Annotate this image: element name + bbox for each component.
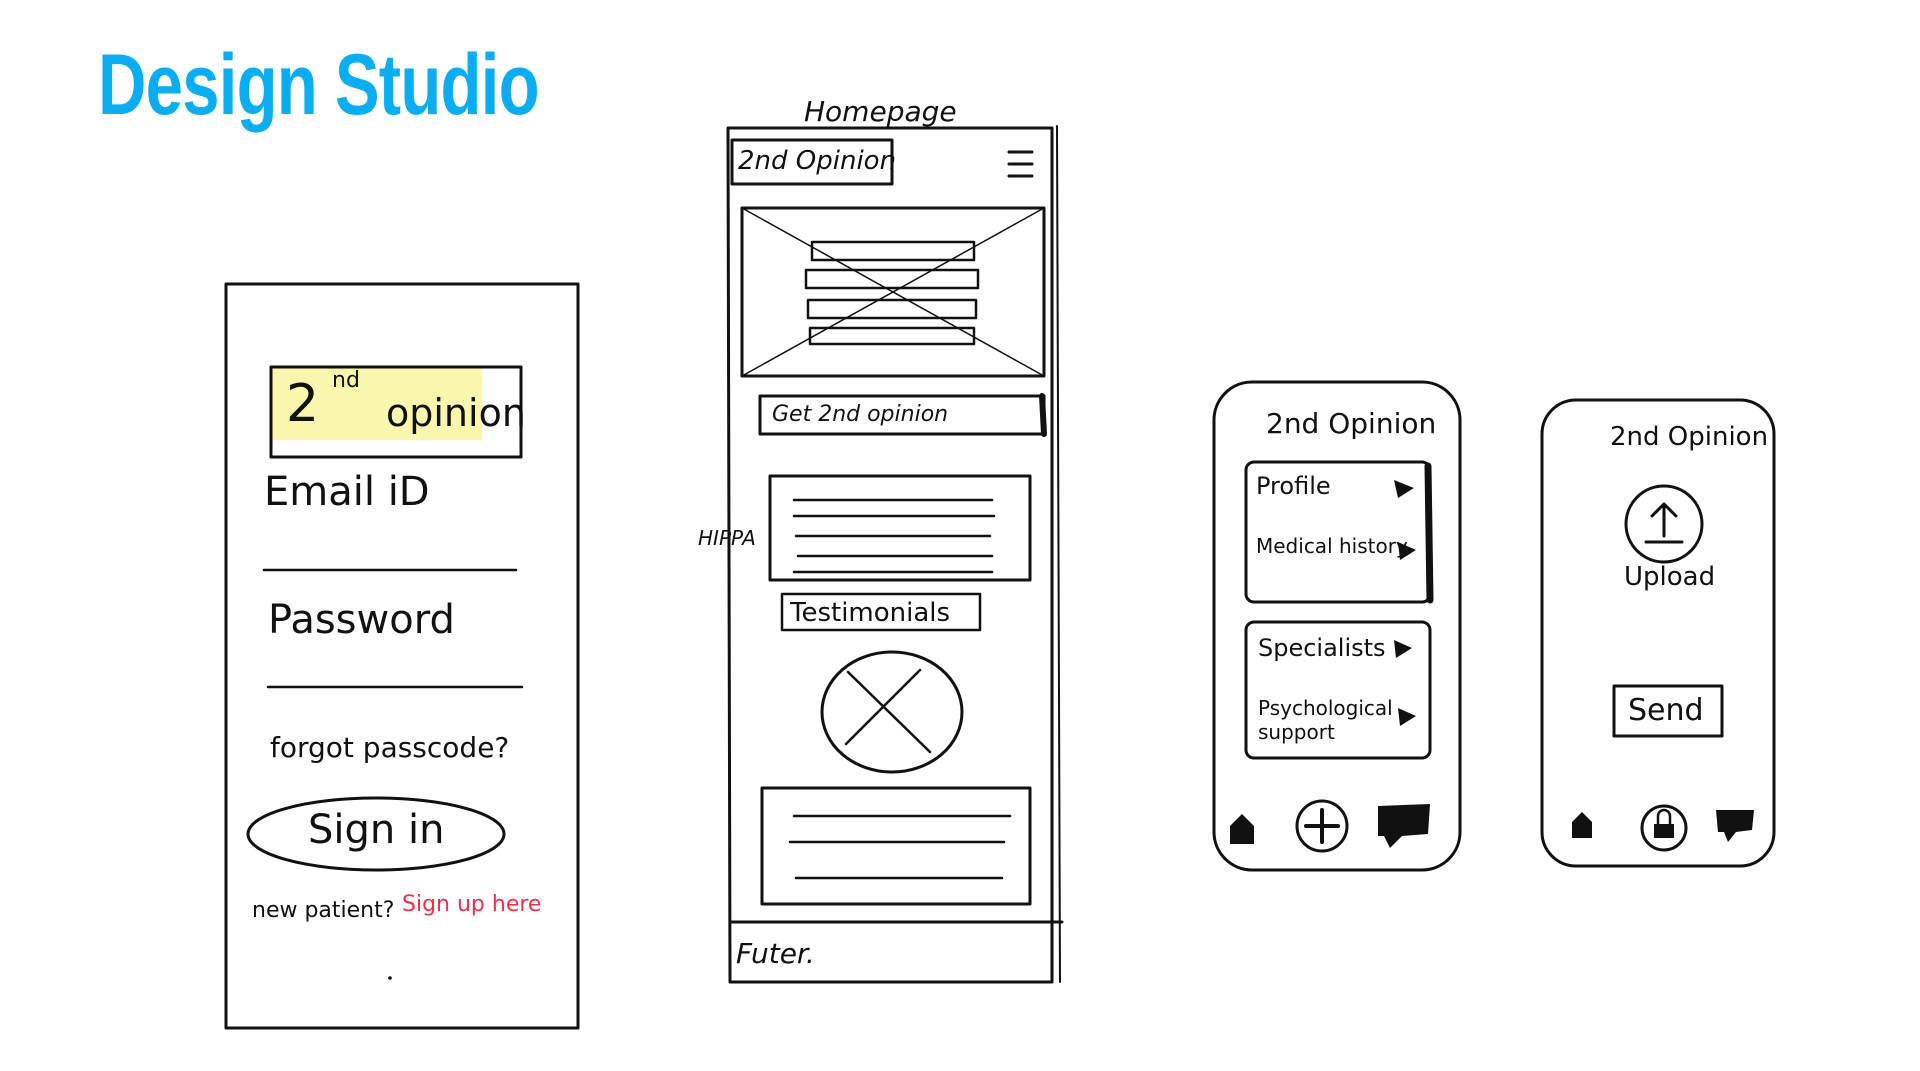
homepage-logo: 2nd Opinion — [738, 146, 897, 176]
homepage-label: Homepage — [804, 95, 957, 128]
chat-icon — [1378, 804, 1430, 848]
login-frame — [224, 282, 580, 1030]
hippa-note: HIPPA — [698, 526, 756, 550]
page-title: Design Studio — [98, 37, 540, 133]
upload-phone-sketch: 2nd Opinion Upload Send — [1538, 396, 1778, 870]
password-field[interactable] — [268, 644, 522, 686]
profile-menu-item[interactable]: Profile — [1256, 472, 1331, 500]
upload-button[interactable]: Upload — [1624, 562, 1716, 592]
homepage-footer: Futer. — [736, 937, 815, 970]
login-sketch: 2 nd opinion Email iD Password forgot pa… — [224, 282, 580, 1030]
login-logo-superscript: nd — [332, 368, 360, 393]
send-button[interactable]: Send — [1628, 693, 1704, 728]
upload-phone-title: 2nd Opinion — [1610, 422, 1769, 452]
hamburger-icon — [1007, 150, 1034, 178]
email-field-label: Email iD — [264, 469, 430, 515]
get-second-opinion-button[interactable]: Get 2nd opinion — [772, 402, 949, 427]
lock-circle-icon — [1654, 824, 1674, 838]
testimonials-label: Testimonials — [790, 598, 951, 628]
upload-icon — [1644, 502, 1684, 544]
menu-phone-frame — [1212, 380, 1462, 872]
new-patient-text: new patient? — [252, 898, 395, 923]
menu-phone-sketch: 2nd Opinion Profile Medical history Spec… — [1206, 378, 1468, 876]
sign-in-button[interactable]: Sign in — [308, 807, 445, 853]
forgot-passcode-link[interactable]: forgot passcode? — [270, 731, 510, 764]
home-icon — [1572, 812, 1592, 838]
menu-phone-title: 2nd Opinion — [1266, 407, 1437, 440]
email-field[interactable] — [264, 527, 516, 569]
plus-circle-icon — [1304, 808, 1340, 844]
specialists-menu-item[interactable]: Specialists — [1258, 634, 1386, 662]
home-icon — [1230, 814, 1254, 844]
psychological-support-menu-item[interactable]: Psychological support — [1258, 696, 1393, 744]
homepage-sketch: 2nd Opinion Get 2nd opinion Testimonials… — [722, 124, 1074, 986]
homepage-frame — [726, 125, 1064, 984]
medical-history-menu-item[interactable]: Medical history — [1256, 534, 1408, 558]
chat-icon — [1716, 810, 1754, 842]
login-logo-number: 2 — [286, 374, 320, 434]
password-field-label: Password — [268, 597, 455, 643]
login-logo-word: opinion — [386, 391, 526, 435]
upload-phone-frame — [1540, 398, 1776, 868]
sign-up-link[interactable]: Sign up here — [402, 892, 542, 917]
